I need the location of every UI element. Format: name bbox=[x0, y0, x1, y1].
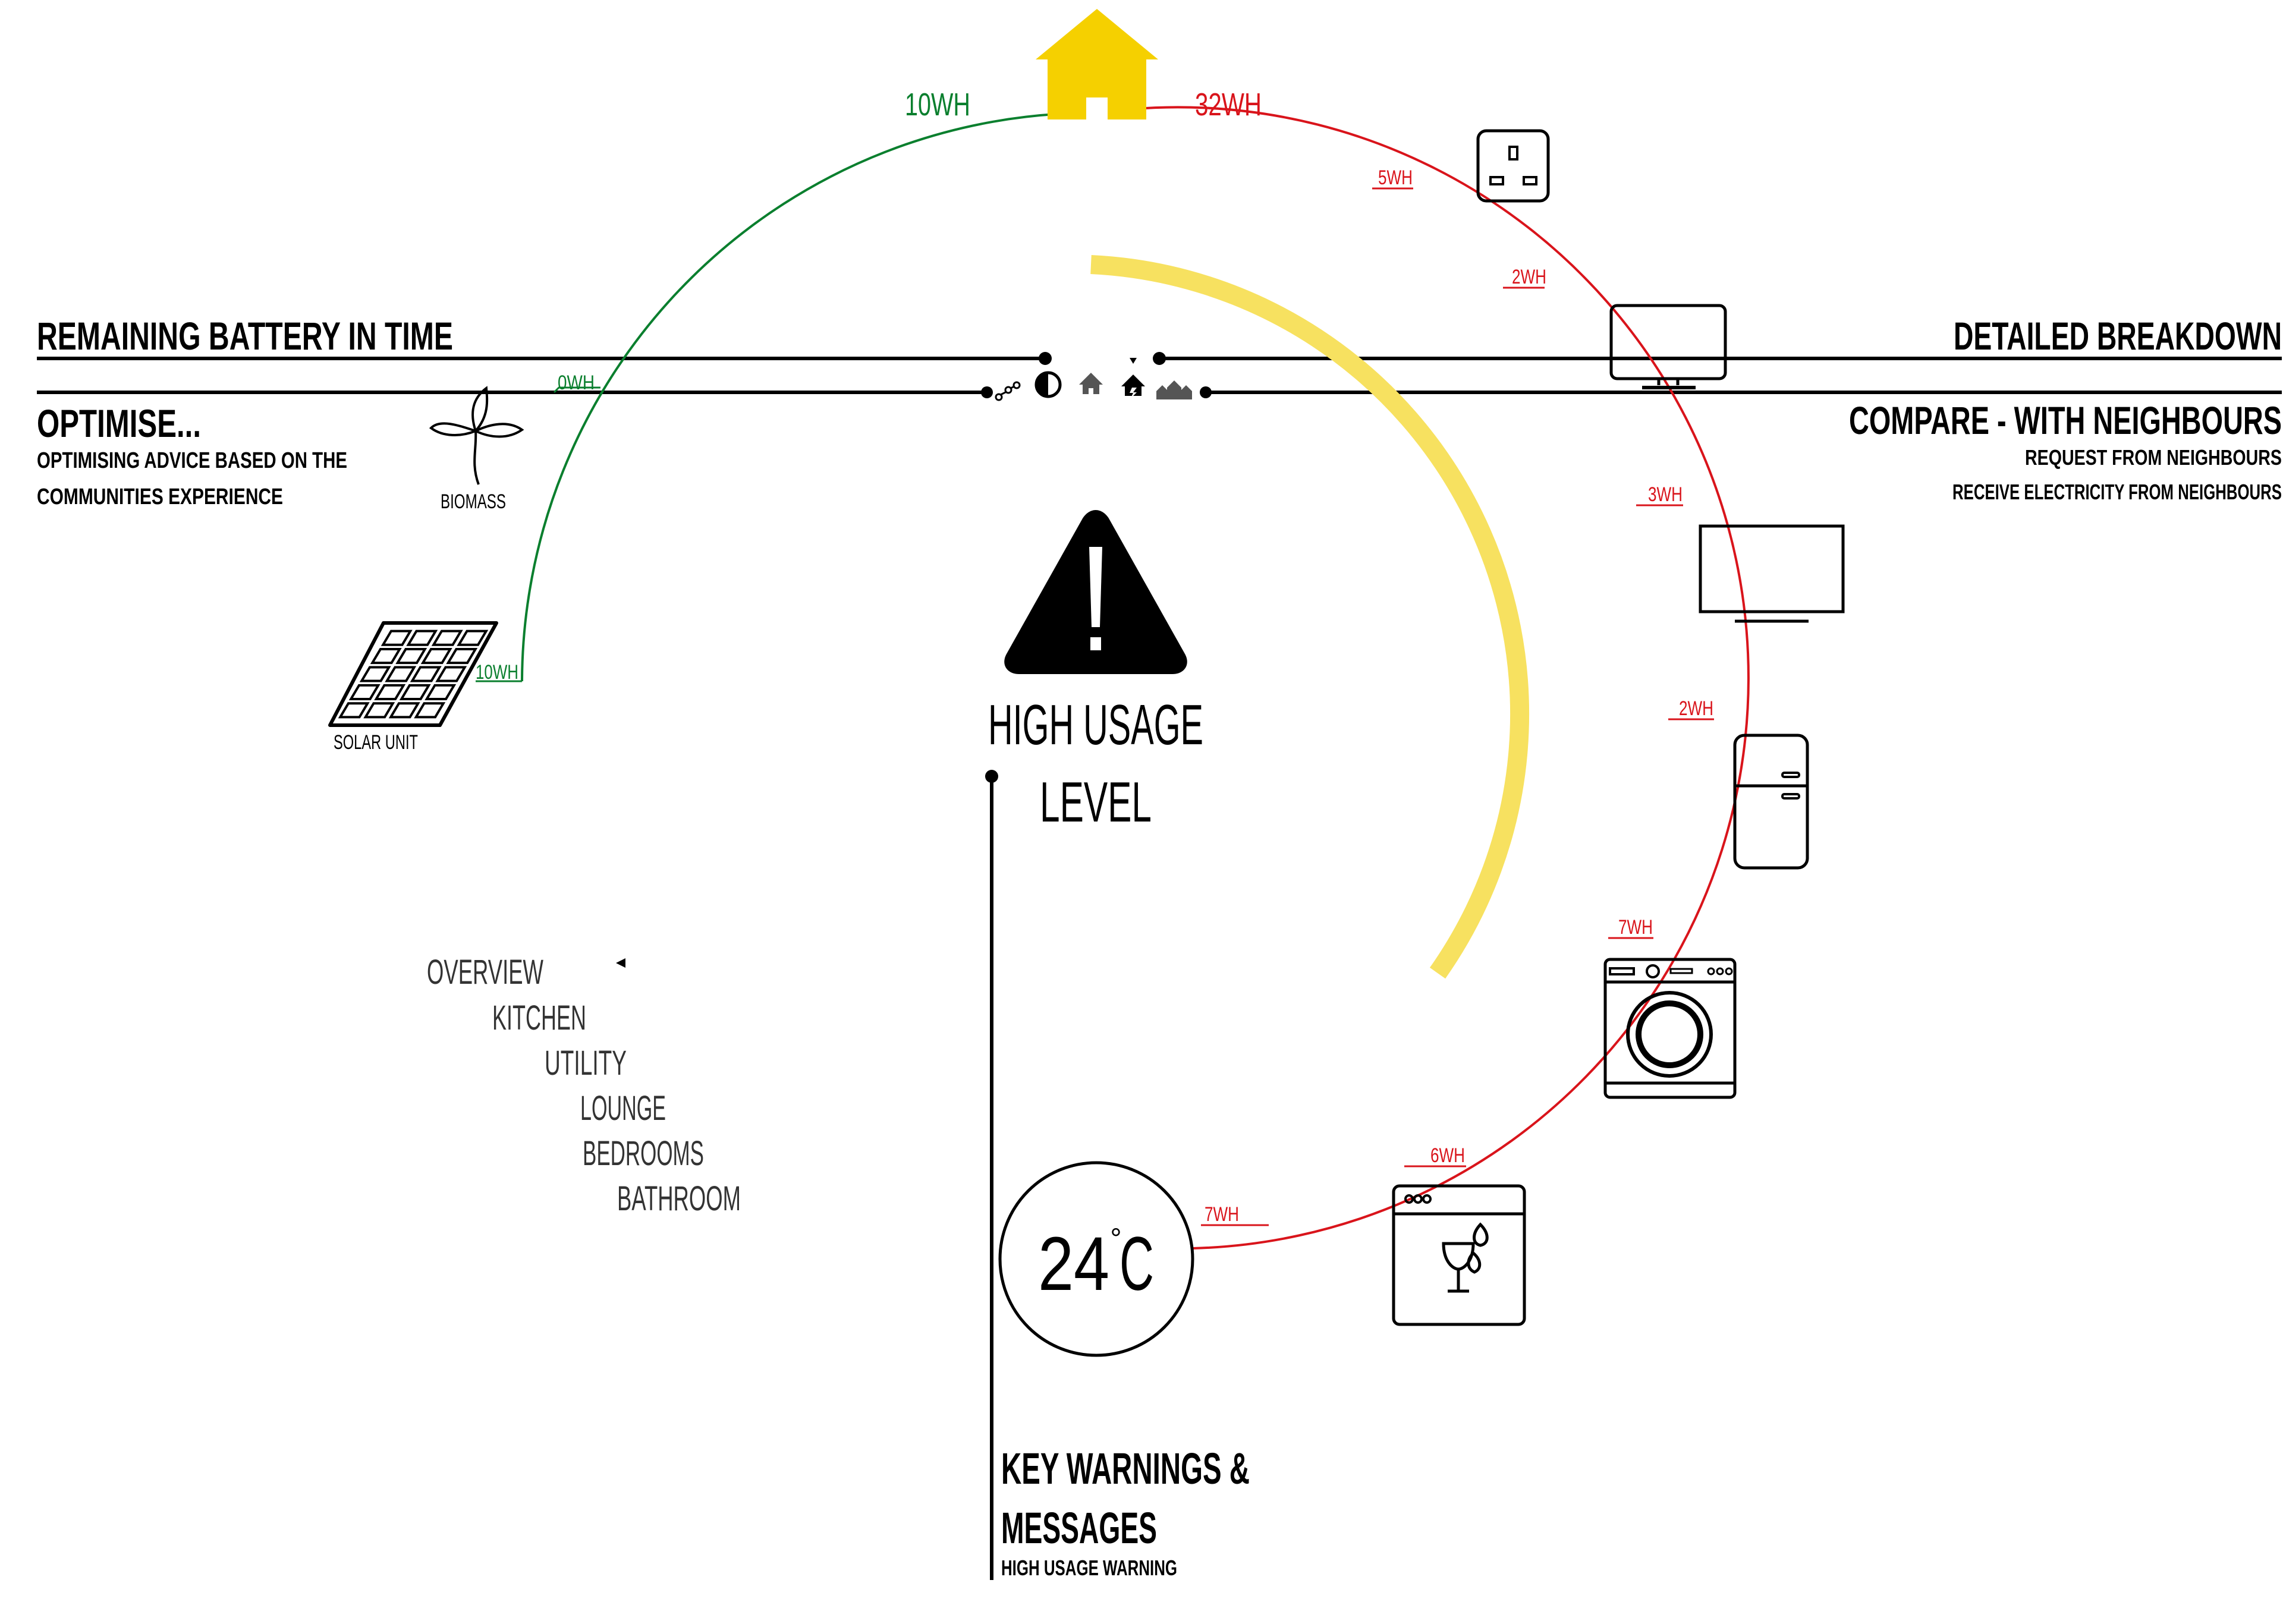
solar-cell bbox=[431, 630, 463, 646]
temperature-value: 24 bbox=[1038, 1222, 1109, 1307]
leaf-icon bbox=[429, 386, 524, 485]
home-active-icon[interactable] bbox=[1121, 358, 1145, 398]
detailed-breakdown-heading[interactable]: DETAILED BREAKDOWN bbox=[1954, 314, 2282, 358]
nav-item-overview[interactable]: OVERVIEW bbox=[427, 953, 543, 992]
washer-value-text: 7WH bbox=[1618, 916, 1653, 939]
optimise-heading[interactable]: OPTIMISE... bbox=[37, 401, 201, 445]
messages-subtitle: HIGH USAGE WARNING bbox=[1001, 1556, 1177, 1580]
solar-cell bbox=[399, 684, 431, 700]
optimise-subtitle-line1: OPTIMISING ADVICE BASED ON THE bbox=[37, 448, 347, 473]
warning-line1: HIGH USAGE bbox=[988, 693, 1203, 757]
tv-icon[interactable] bbox=[1699, 524, 1845, 623]
consumption-total-label: 32WH bbox=[1195, 87, 1262, 122]
right-top-rule-dot bbox=[1153, 352, 1166, 365]
nav-item-bathroom[interactable]: BATHROOM bbox=[617, 1179, 741, 1218]
energy-flow-arcs bbox=[521, 106, 1750, 1250]
dishwasher-icon[interactable] bbox=[1392, 1184, 1526, 1326]
view-toolbar bbox=[995, 358, 1192, 401]
generation-total-label: 10WH bbox=[905, 87, 970, 122]
neighbours-icon[interactable] bbox=[1156, 380, 1192, 399]
solar-value: 10WH bbox=[476, 661, 518, 684]
network-icon[interactable] bbox=[995, 381, 1021, 401]
solar-cell bbox=[410, 666, 442, 682]
dishwasher-value: 6WH bbox=[1404, 1144, 1466, 1167]
solar-cell bbox=[424, 684, 457, 700]
solar-cell bbox=[385, 666, 417, 682]
nav-item-lounge[interactable]: LOUNGE bbox=[580, 1089, 666, 1128]
solar-cell bbox=[388, 702, 420, 719]
solar-cell bbox=[435, 666, 467, 682]
compare-neighbours-heading[interactable]: COMPARE - WITH NEIGHBOURS bbox=[1849, 398, 2282, 442]
tv-value: 3WH bbox=[1636, 483, 1683, 506]
request-from-neighbours-link[interactable]: REQUEST FROM NEIGHBOURS bbox=[2025, 445, 2282, 470]
room-navigation: OVERVIEW KITCHEN UTILITY LOUNGE BEDROOMS… bbox=[427, 953, 741, 1218]
solar-label: SOLAR UNIT bbox=[334, 731, 418, 754]
fridge-value-text: 2WH bbox=[1679, 697, 1713, 720]
socket-value-text: 5WH bbox=[1378, 166, 1413, 189]
remaining-battery-heading[interactable]: REMAINING BATTERY IN TIME bbox=[37, 314, 453, 358]
nav-item-kitchen[interactable]: KITCHEN bbox=[492, 999, 586, 1037]
biomass-value: 0WH bbox=[558, 372, 595, 394]
thermostat-icon bbox=[998, 1161, 1194, 1357]
solar-cell bbox=[446, 648, 478, 665]
home-icon[interactable] bbox=[1079, 373, 1103, 394]
washer-value: 7WH bbox=[1608, 916, 1653, 939]
house-icon[interactable] bbox=[1036, 9, 1158, 119]
appliance-values: 5WH 2WH 3WH 2WH 7WH 6WH 7WH bbox=[1201, 166, 1714, 1226]
solar-cell bbox=[420, 648, 452, 665]
monitor-icon[interactable] bbox=[1609, 304, 1727, 389]
generation-arc bbox=[521, 111, 1098, 682]
solar-cell bbox=[395, 648, 427, 665]
temperature-unit: C bbox=[1120, 1222, 1154, 1307]
dishwasher-value-text: 6WH bbox=[1430, 1144, 1465, 1167]
nav-active-indicator-icon bbox=[616, 958, 625, 968]
solar-cell bbox=[348, 684, 380, 700]
temperature-degree: ° bbox=[1110, 1223, 1121, 1255]
biomass-source[interactable]: 0WH BIOMASS bbox=[429, 372, 600, 513]
left-optimise-rule-dot bbox=[981, 386, 993, 398]
monitor-value: 2WH bbox=[1503, 266, 1546, 289]
fridge-icon[interactable] bbox=[1733, 734, 1809, 870]
solar-cell bbox=[363, 702, 395, 719]
biomass-label: BIOMASS bbox=[441, 490, 506, 513]
thermostat-dial[interactable]: 24 ° C bbox=[998, 1161, 1194, 1357]
left-top-rule-dot bbox=[1039, 352, 1052, 365]
solar-panel-icon bbox=[328, 621, 498, 727]
consumption-arc bbox=[1096, 106, 1750, 1250]
warning-triangle-icon bbox=[1004, 510, 1187, 674]
solar-cell bbox=[380, 630, 413, 646]
tv-value-text: 3WH bbox=[1648, 483, 1683, 506]
socket-value: 5WH bbox=[1372, 166, 1413, 190]
thermostat-value: 7WH bbox=[1201, 1203, 1269, 1226]
solar-cell bbox=[414, 702, 446, 719]
solar-cell bbox=[359, 666, 391, 682]
fridge-value: 2WH bbox=[1668, 697, 1714, 720]
biomass-leader bbox=[553, 386, 600, 394]
messages-title-line2[interactable]: MESSAGES bbox=[1001, 1503, 1157, 1553]
nav-item-utility[interactable]: UTILITY bbox=[545, 1044, 627, 1082]
solar-cell bbox=[370, 648, 402, 665]
messages-title-line1[interactable]: KEY WARNINGS & bbox=[1001, 1444, 1250, 1493]
thermostat-value-text: 7WH bbox=[1205, 1203, 1239, 1226]
right-compare-rule-dot bbox=[1200, 386, 1212, 398]
solar-cell bbox=[457, 630, 489, 646]
solar-cell bbox=[338, 702, 370, 719]
contrast-icon[interactable] bbox=[1034, 371, 1062, 398]
solar-cell bbox=[374, 684, 406, 700]
usage-level-arc bbox=[1090, 255, 1530, 979]
optimise-subtitle-line2: COMMUNITIES EXPERIENCE bbox=[37, 484, 283, 509]
monitor-value-text: 2WH bbox=[1512, 266, 1546, 288]
nav-item-bedrooms[interactable]: BEDROOMS bbox=[583, 1134, 704, 1173]
plug-socket-icon[interactable] bbox=[1476, 129, 1550, 203]
solar-source[interactable]: 10WH SOLAR UNIT bbox=[328, 621, 522, 754]
warning-line2: LEVEL bbox=[1040, 770, 1152, 834]
receive-electricity-link[interactable]: RECEIVE ELECTRICITY FROM NEIGHBOURS bbox=[1952, 480, 2282, 504]
active-indicator-icon bbox=[1130, 358, 1137, 364]
solar-cell bbox=[406, 630, 438, 646]
washing-machine-icon[interactable] bbox=[1603, 958, 1737, 1099]
